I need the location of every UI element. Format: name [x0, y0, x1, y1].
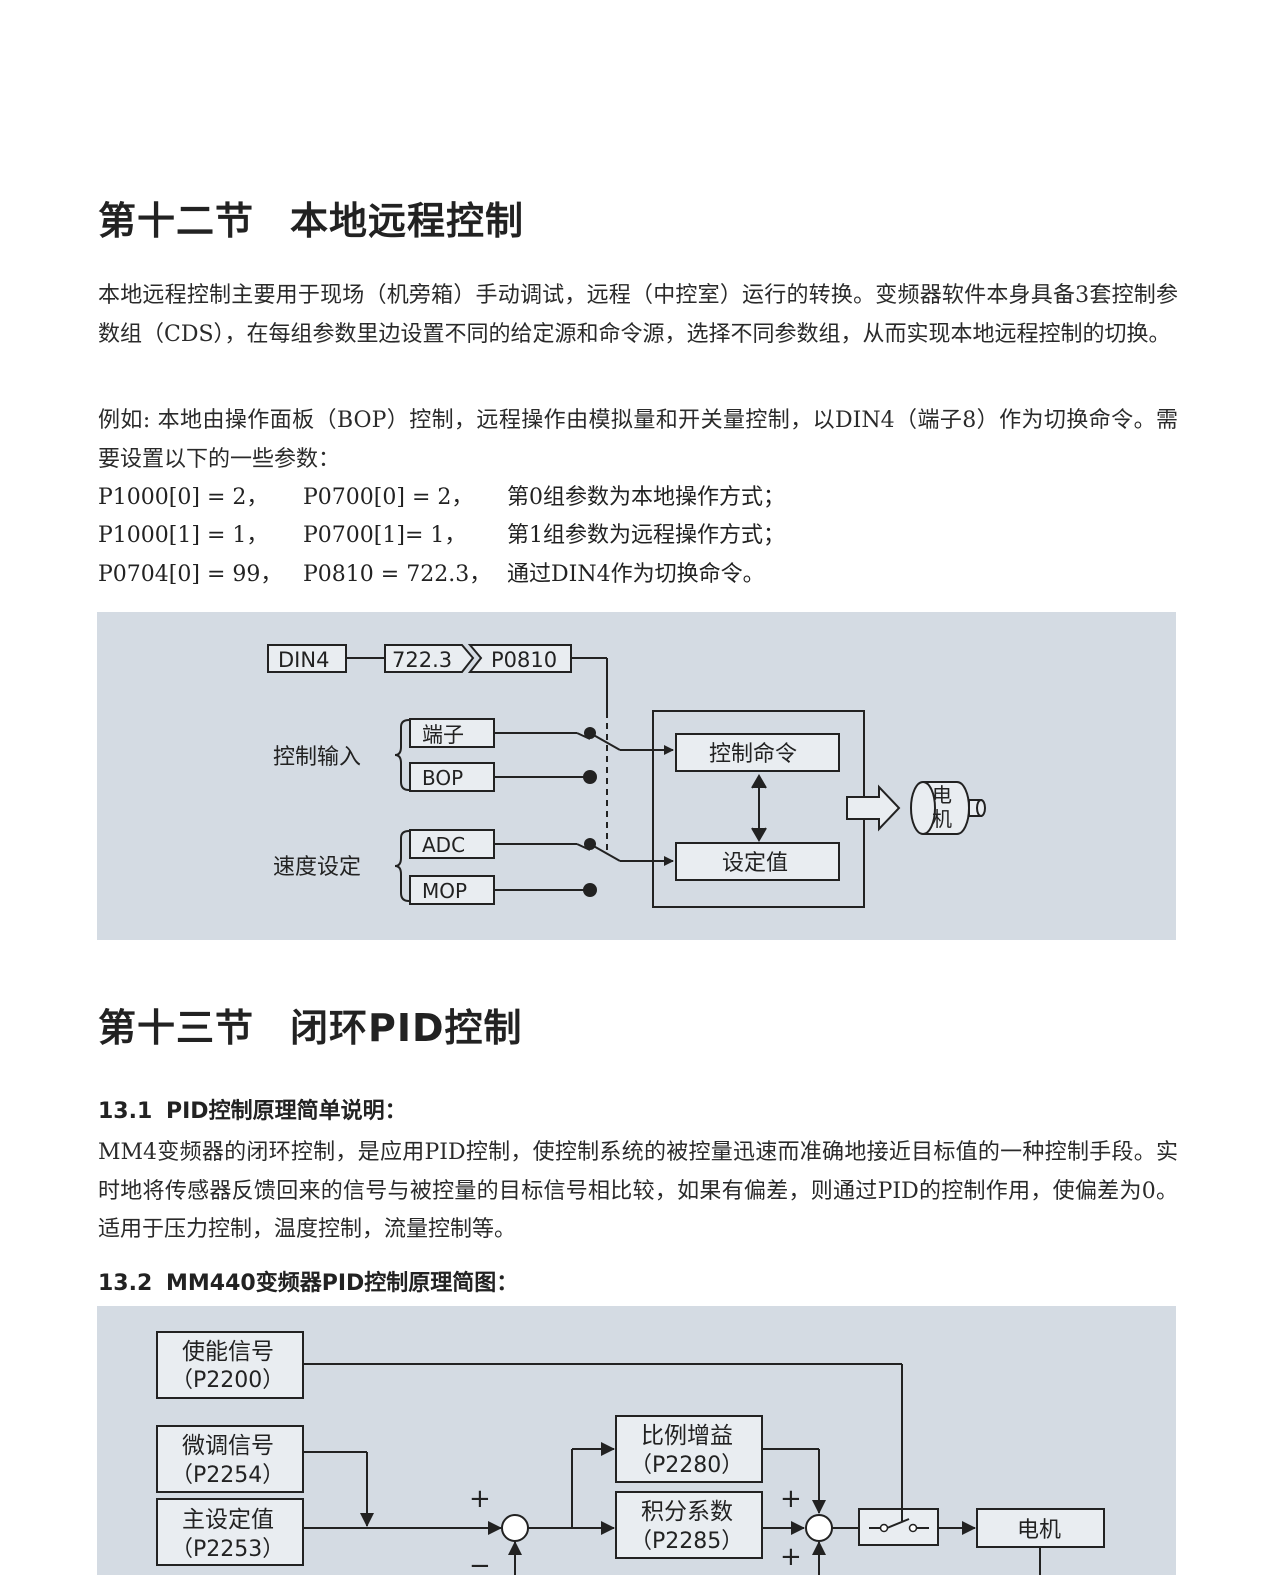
adc-box [409, 829, 495, 859]
param-note: 第1组参数为远程操作方式； [507, 523, 785, 548]
motor-label-1: 电 [932, 783, 952, 807]
setpoint-label: 设定值 [722, 851, 788, 876]
subsection-13-2-number: 13.2 [98, 1271, 153, 1296]
proportional-gain-label: 比例增益 [641, 1423, 733, 1449]
adc-label: ADC [422, 833, 465, 857]
bop-label: BOP [422, 766, 463, 790]
output-arrow-icon [846, 784, 901, 832]
main-setpoint-box [156, 1498, 304, 1566]
plus-sign: + [780, 1542, 802, 1572]
proportional-param-label: （P2280） [630, 1453, 743, 1478]
section-13-number: 第十三节 [98, 1006, 255, 1050]
main-setpoint-label: 主设定值 [182, 1507, 274, 1533]
subsection-13-1: 13.1 PID控制原理简单说明： [98, 1093, 407, 1125]
control-command-label: 控制命令 [709, 742, 797, 767]
value-label: 722.3 [392, 648, 452, 672]
local-remote-diagram: DIN4 722.3 P0810 控制输入 速度设定 端子 BOP ADC MO… [97, 612, 1176, 940]
param-row: P0704[0] = 99， P0810 = 722.3， 通过DIN4作为切换… [98, 556, 1178, 594]
pid-diagram-svg: 使能信号 （P2200） 微调信号 （P2254） 主设定值 （P2253） 比… [156, 1331, 1105, 1579]
trim-signal-box [156, 1425, 304, 1493]
integral-label: 积分系数 [641, 1499, 733, 1525]
minus-sign: − [469, 1551, 491, 1575]
din4-label: DIN4 [278, 648, 329, 672]
param-row: P1000[1] = 1， P0700[1]= 1， 第1组参数为远程操作方式； [98, 517, 1178, 555]
subsection-13-2: 13.2 MM440变频器PID控制原理简图： [98, 1265, 518, 1297]
enable-param-label: （P2200） [171, 1368, 284, 1393]
proportional-gain-box [615, 1415, 763, 1483]
mop-label: MOP [422, 879, 467, 903]
summing-junction-2-icon [805, 1514, 833, 1542]
speed-setting-label: 速度设定 [273, 855, 361, 880]
motor-label-2: 机 [932, 807, 952, 831]
integral-box [615, 1491, 763, 1559]
motor-label: 电机 [1017, 1518, 1061, 1543]
param-note: 第0组参数为本地操作方式； [507, 485, 785, 510]
param-cell: P0700[0] = 2， [303, 485, 474, 510]
local-remote-diagram-svg: DIN4 722.3 P0810 控制输入 速度设定 端子 BOP ADC MO… [267, 644, 986, 908]
param-cell: P0700[1]= 1， [303, 523, 467, 548]
section-12-title: 本地远程控制 [290, 199, 525, 243]
section-12-example: 例如: 本地由操作面板（BOP）控制，远程操作由模拟量和开关量控制，以DIN4（… [98, 408, 1178, 472]
pid-diagram: 使能信号 （P2200） 微调信号 （P2254） 主设定值 （P2253） 比… [97, 1306, 1176, 1579]
setpoint-box [675, 842, 840, 881]
param-cell: P0704[0] = 99， [98, 562, 283, 587]
section-13-title: 闭环PID控制 [290, 1006, 523, 1050]
trim-signal-label: 微调信号 [182, 1433, 274, 1459]
trim-param-label: （P2254） [171, 1463, 284, 1488]
section-12-number: 第十二节 [98, 199, 255, 243]
section-13-text: MM4变频器的闭环控制，是应用PID控制，使控制系统的被控量迅速而准确地接近目标… [98, 1140, 1178, 1242]
subsection-13-1-title: PID控制原理简单说明： [166, 1099, 407, 1124]
control-input-label: 控制输入 [273, 745, 361, 770]
main-setpoint-param-label: （P2253） [171, 1537, 284, 1562]
integral-param-label: （P2285） [630, 1529, 743, 1554]
control-command-box [675, 733, 840, 772]
subsection-13-2-title: MM440变频器PID控制原理简图： [166, 1271, 519, 1296]
summing-junction-icon [501, 1514, 529, 1542]
param-cell: P0810 = 722.3， [303, 562, 492, 587]
terminal-label: 端子 [422, 723, 464, 747]
value-box [384, 644, 475, 673]
din4-box [267, 644, 347, 673]
param-label: P0810 [491, 648, 557, 672]
param-row: P1000[0] = 2， P0700[0] = 2， 第0组参数为本地操作方式… [98, 479, 1178, 517]
enable-signal-label: 使能信号 [182, 1339, 274, 1365]
section-13-heading: 第十三节闭环PID控制 [98, 997, 523, 1052]
motor-box [976, 1508, 1105, 1548]
plus-sign: + [469, 1484, 491, 1514]
param-note: 通过DIN4作为切换命令。 [507, 562, 765, 587]
plus-sign: + [780, 1484, 802, 1514]
subsection-13-1-number: 13.1 [98, 1099, 153, 1124]
param-box [467, 644, 572, 673]
section-12-heading: 第十二节本地远程控制 [98, 190, 524, 245]
param-cell: P1000[0] = 2， [98, 485, 269, 510]
section-12-intro: 本地远程控制主要用于现场（机旁箱）手动调试，远程（中控室）运行的转换。变频器软件… [98, 283, 1178, 347]
terminal-box [409, 718, 495, 748]
param-cell: P1000[1] = 1， [98, 523, 269, 548]
